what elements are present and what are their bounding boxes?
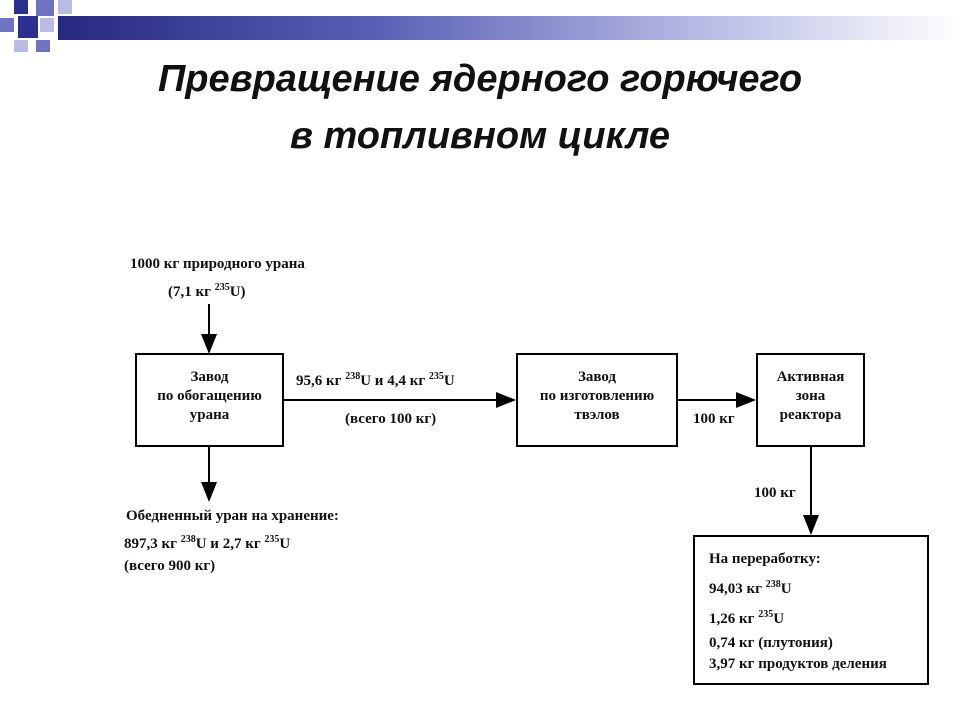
header-gradient-bar	[58, 16, 960, 40]
enriched-flow-label: 95,6 кг 238U и 4,4 кг 235U	[296, 371, 455, 390]
page-title-line2: в топливном цикле	[289, 115, 671, 157]
corner-square	[14, 0, 28, 14]
corner-square	[18, 16, 38, 38]
depleted-uranium-total: (всего 900 кг)	[124, 558, 216, 574]
reactor-core-label: Активная зона реактора	[776, 369, 845, 423]
reprocessing-title: На переработку:	[709, 551, 821, 567]
fuel-plant-label: Завод по изготовлению твэлов	[539, 369, 655, 423]
reprocessing-u235: 1,26 кг 235U	[709, 609, 785, 628]
enrichment-plant-box	[135, 353, 284, 447]
corner-square	[0, 18, 14, 32]
fuel-plant-box	[516, 353, 678, 447]
input-label: 1000 кг природного урана	[130, 256, 305, 272]
reprocessing-fission-products: 3,97 кг продуктов деления	[709, 656, 887, 672]
depleted-uranium-amounts: 897,3 кг 238U и 2,7 кг 235U	[124, 534, 291, 553]
reprocessing-u238: 94,03 кг 238U	[709, 579, 792, 598]
reactor-core-box	[756, 353, 865, 447]
enriched-flow-total: (всего 100 кг)	[345, 411, 437, 427]
reprocessing-box	[693, 535, 929, 685]
input-label-u235: (7,1 кг 235U)	[168, 282, 246, 301]
reprocessing-plutonium: 0,74 кг (плутония)	[709, 635, 833, 651]
fuel-flow-label: 100 кг	[693, 411, 735, 427]
corner-square	[58, 0, 72, 14]
page-title-line1: Превращение ядерного горючего	[157, 58, 803, 100]
spent-flow-label: 100 кг	[754, 485, 796, 501]
depleted-uranium-title: Обедненный уран на хранение:	[126, 508, 339, 524]
enrichment-plant-label: Завод по обогащению урана	[157, 369, 262, 423]
corner-square	[40, 18, 54, 32]
corner-square	[14, 40, 28, 52]
corner-square	[36, 40, 50, 52]
corner-square	[36, 0, 54, 16]
